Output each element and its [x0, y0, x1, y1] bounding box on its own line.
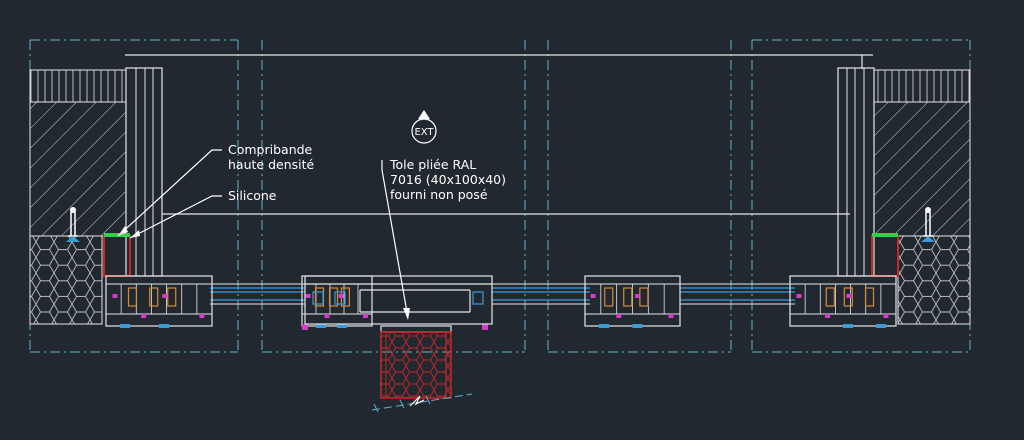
clip [316, 324, 326, 328]
seal [363, 314, 368, 318]
gasket [639, 287, 649, 307]
annotation-compribande-line-2: haute densité [228, 157, 315, 172]
glazing-outlines [210, 283, 795, 305]
seal [883, 314, 889, 318]
seal [338, 294, 344, 298]
gasket [149, 287, 159, 307]
gasket [825, 287, 835, 307]
seal [668, 314, 674, 318]
clip [632, 324, 643, 328]
seal [635, 294, 641, 298]
left-wall [29, 67, 163, 325]
gasket [604, 287, 614, 307]
ext-marker-text: EXT [414, 127, 434, 138]
right-wall [837, 67, 971, 325]
gasket [843, 287, 853, 307]
annotation-tole-line-2: 7016 (40x100x40) [390, 172, 507, 187]
clip [337, 324, 347, 328]
seal [141, 314, 147, 318]
gasket [864, 287, 875, 307]
annotation-compribande: Compribande haute densité [228, 142, 314, 172]
spacer [312, 291, 324, 305]
clip [876, 324, 886, 328]
seal [590, 294, 596, 298]
annotation-compribande-line-1: Compribande [228, 142, 313, 157]
leader-arrows [118, 226, 410, 320]
gasket [127, 287, 138, 307]
seal [616, 314, 622, 318]
spacer [334, 291, 346, 305]
annotation-silicone: Silicone [228, 188, 277, 203]
seal [324, 314, 330, 318]
reference-lines [125, 54, 873, 215]
seal [796, 294, 802, 298]
seal [305, 294, 311, 298]
seal [112, 294, 118, 298]
ext-marker: EXT [411, 110, 437, 144]
seal [846, 294, 852, 298]
seal [302, 324, 308, 330]
clip [599, 324, 609, 328]
spacer [472, 291, 484, 305]
clip [159, 324, 169, 328]
annotation-tole-line-3: fourni non posé [390, 187, 488, 202]
glazing-lines [210, 287, 795, 301]
seal [482, 324, 488, 330]
gasket [328, 287, 339, 307]
seal [162, 294, 168, 298]
gasket [314, 287, 325, 307]
annotation-tole-line-1: Tole pliée RAL [390, 157, 477, 172]
gasket [623, 287, 633, 307]
leader-lines [117, 149, 409, 319]
centre-sill [304, 275, 493, 325]
clip [120, 324, 130, 328]
clip [843, 324, 853, 328]
gasket [167, 287, 177, 307]
seal [199, 314, 205, 318]
seal [825, 314, 831, 318]
tole-block [371, 325, 473, 413]
annotation-tole: Tole pliée RAL 7016 (40x100x40) fourni n… [390, 157, 506, 202]
